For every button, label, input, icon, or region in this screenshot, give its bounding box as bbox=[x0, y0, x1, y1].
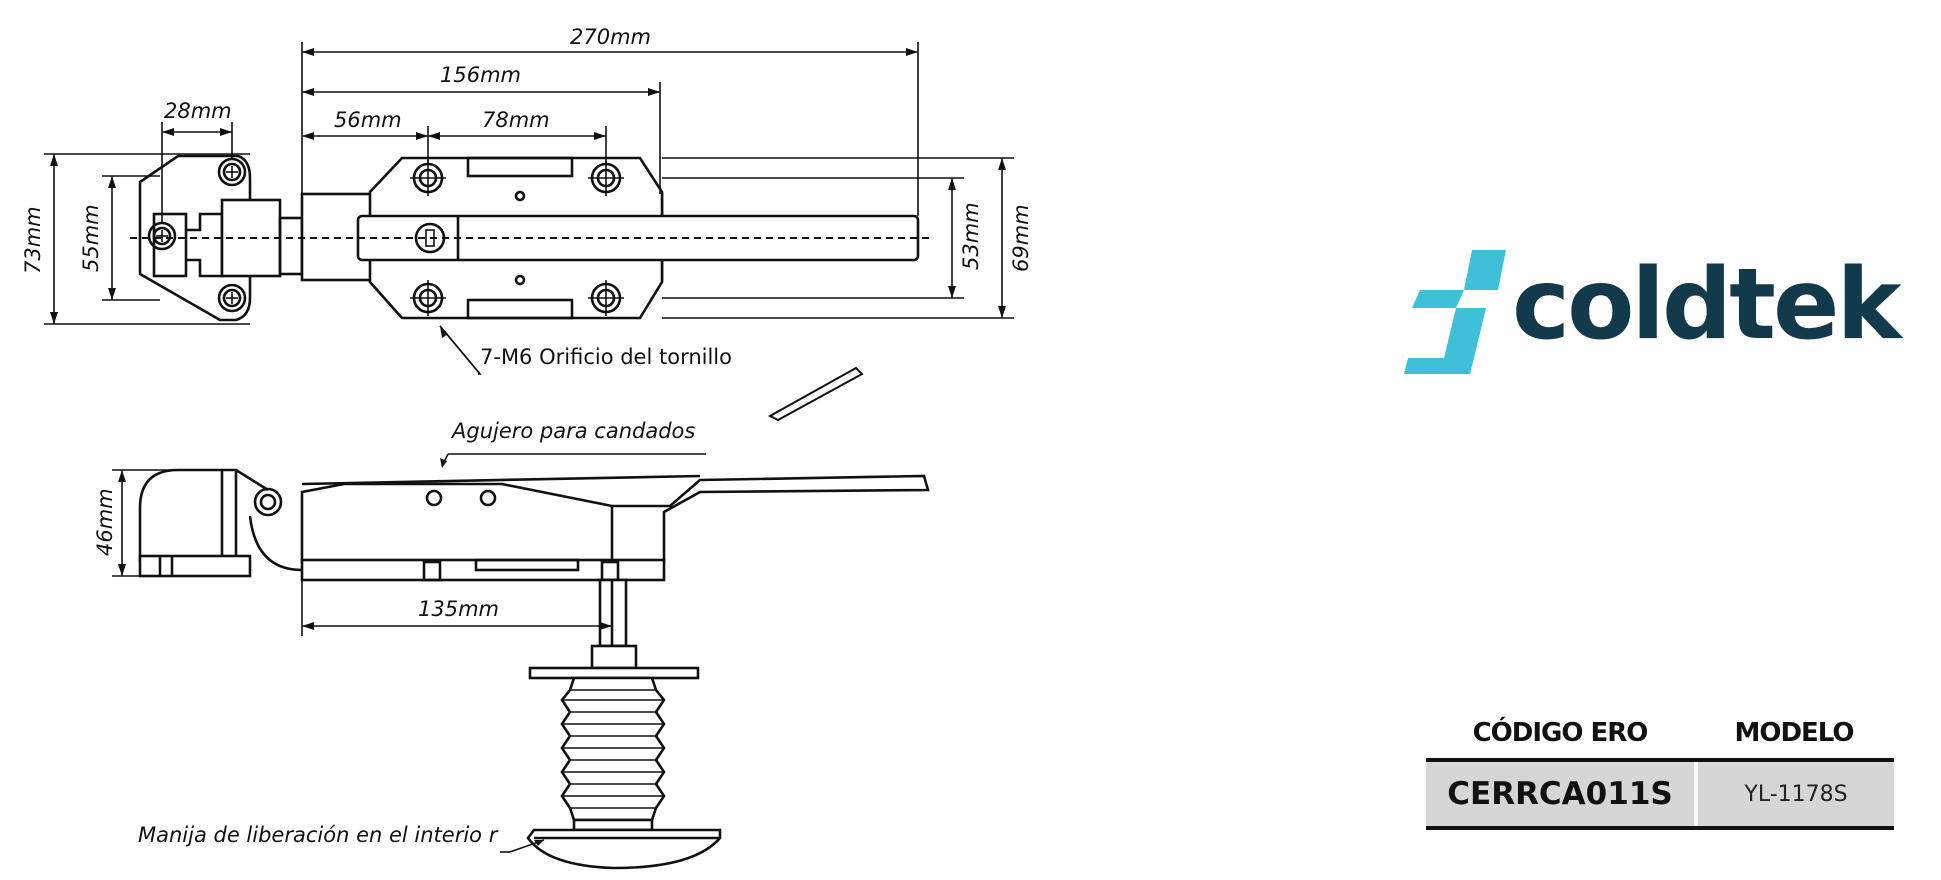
dim-56: 56mm bbox=[334, 108, 402, 132]
spec-table: CÓDIGO ERO MODELO CERRCA011S YL-1178S bbox=[1426, 708, 1894, 830]
top-view bbox=[130, 154, 930, 322]
brand-logo: coldtek bbox=[1400, 240, 1920, 390]
dim-156: 156mm bbox=[440, 63, 521, 87]
release-handle-note: Manija de liberación en el interio r bbox=[138, 823, 499, 847]
brand-name: coldtek bbox=[1512, 248, 1902, 362]
cell-modelo: YL-1178S bbox=[1744, 781, 1848, 807]
dim-55: 55mm bbox=[79, 204, 103, 272]
dim-78: 78mm bbox=[482, 108, 550, 132]
dim-73: 73mm bbox=[21, 206, 45, 274]
top-view-dimensions bbox=[44, 42, 1014, 325]
spec-table-row: CERRCA011S YL-1178S bbox=[1426, 758, 1894, 830]
dim-135: 135mm bbox=[418, 597, 499, 621]
dim-69: 69mm bbox=[1009, 204, 1033, 272]
dim-53: 53mm bbox=[959, 202, 983, 270]
padlock-hole-note: Agujero para candados bbox=[450, 419, 695, 443]
header-codigo: CÓDIGO ERO bbox=[1472, 718, 1649, 748]
side-view bbox=[138, 468, 930, 870]
dim-28: 28mm bbox=[164, 99, 232, 123]
screw-hole-note: 7-M6 Orificio del tornillo bbox=[480, 345, 732, 369]
spec-table-header: CÓDIGO ERO MODELO bbox=[1426, 708, 1894, 758]
dim-46: 46mm bbox=[93, 488, 117, 556]
side-view-dimensions bbox=[112, 469, 613, 636]
cell-codigo: CERRCA011S bbox=[1426, 762, 1698, 826]
header-modelo: MODELO bbox=[1734, 718, 1854, 748]
dim-270: 270mm bbox=[570, 25, 651, 49]
coldtek-logo-icon bbox=[1404, 250, 1506, 374]
